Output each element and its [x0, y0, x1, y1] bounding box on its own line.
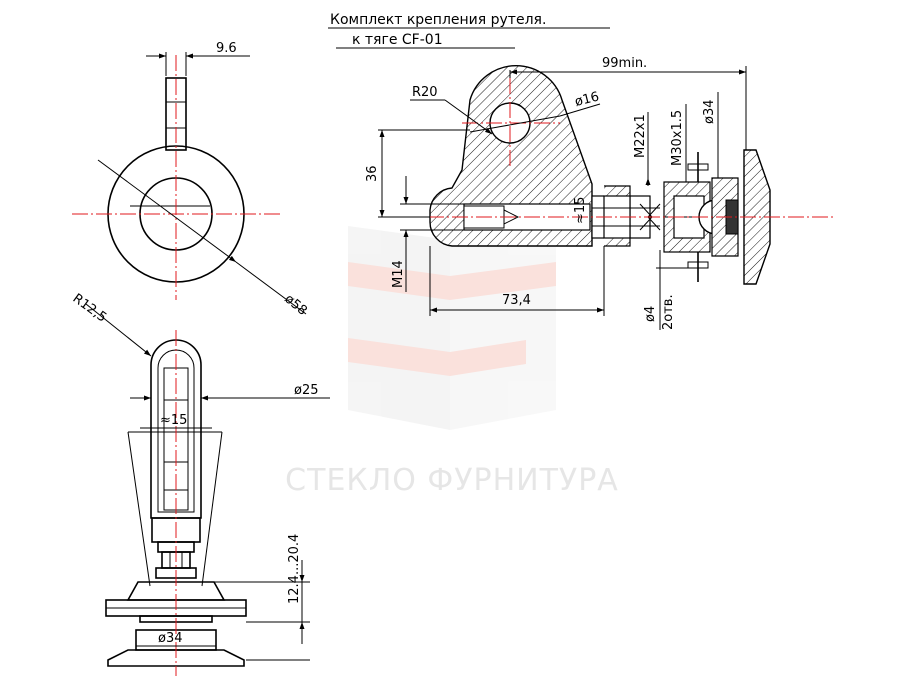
dim-length-73-4: 73,4 [502, 293, 531, 308]
dim-diameter-34-front: ø34 [158, 631, 183, 646]
dim-diameter-25: ø25 [294, 383, 319, 398]
section-view: R20 ø16 99min. M22x1 M30x1.5 ø34 36 ≈15 [365, 56, 836, 330]
watermark-logo [348, 226, 556, 430]
dim-holes-diameter-4: ø4 [643, 306, 658, 322]
dim-thread-m30: M30x1.5 [670, 110, 685, 166]
dim-height-36: 36 [365, 165, 380, 182]
dim-diameter-16: ø16 [573, 89, 600, 109]
dim-radius-20: R20 [412, 85, 438, 100]
top-view: 9.6 ø58 [72, 41, 310, 319]
dim-thread-m22: M22x1 [633, 114, 648, 158]
watermark-text: СТЕКЛО ФУРНИТУРА [285, 463, 619, 498]
title-line-2: к тяге CF-01 [352, 32, 443, 48]
dim-range-12-4-20-4: 12.4...20.4 [287, 534, 302, 604]
dim-approx-15-section: ≈15 [573, 197, 588, 224]
dim-9-6: 9.6 [216, 41, 237, 56]
dim-diameter-34-section: ø34 [702, 100, 717, 125]
dim-length-99-min: 99min. [602, 56, 647, 71]
dim-approx-15: ≈15 [160, 413, 187, 428]
dim-thread-m14: M14 [391, 260, 406, 288]
front-view: R12,5 ø25 ≈15 12.4...20.4 ø34 [70, 291, 330, 676]
title-line-1: Комплект крепления рутеля. [330, 12, 546, 28]
dim-diameter-58: ø58 [281, 292, 309, 319]
dim-holes-count: 2отв. [661, 294, 676, 330]
dim-radius-12-5: R12,5 [70, 291, 110, 325]
